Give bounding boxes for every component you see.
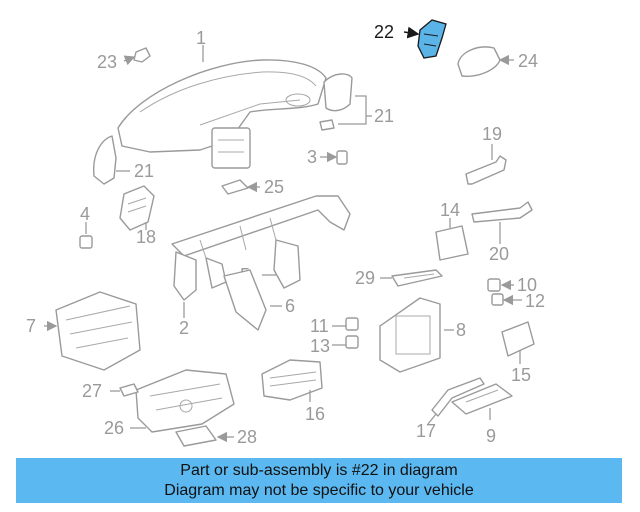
callout-15: 15 xyxy=(511,365,531,385)
callout-11: 11 xyxy=(310,316,329,336)
callout-21a: 21 xyxy=(374,106,394,126)
callout-20: 20 xyxy=(489,244,509,264)
info-banner: Part or sub-assembly is #22 in diagram D… xyxy=(16,458,622,503)
part-12 xyxy=(491,293,504,306)
part-21-left xyxy=(93,135,117,185)
callout-8: 8 xyxy=(456,320,466,340)
callout-28: 28 xyxy=(237,427,257,447)
part-27 xyxy=(119,383,139,397)
part-20 xyxy=(471,201,533,223)
callout-29: 29 xyxy=(355,268,375,288)
callout-18: 18 xyxy=(136,227,156,247)
part-10 xyxy=(487,278,501,292)
leader-22 xyxy=(403,26,420,39)
callout-7: 7 xyxy=(26,316,36,336)
part-14 xyxy=(435,225,469,261)
leader-17 xyxy=(427,413,437,425)
callout-2: 2 xyxy=(179,318,189,338)
part-22-highlighted xyxy=(417,19,447,59)
part-18 xyxy=(119,185,155,231)
callout-6: 6 xyxy=(285,296,295,316)
part-23 xyxy=(133,47,151,63)
leader-23 xyxy=(123,55,136,66)
callout-10: 10 xyxy=(517,275,537,295)
banner-line-2: Diagram may not be specific to your vehi… xyxy=(164,481,474,499)
part-8 xyxy=(379,297,441,373)
part-7 xyxy=(55,291,141,371)
part-25 xyxy=(221,179,249,195)
callout-14: 14 xyxy=(440,200,460,220)
part-13 xyxy=(345,335,359,349)
part-16 xyxy=(261,359,323,401)
part-5 xyxy=(273,239,301,289)
callout-21b: 21 xyxy=(134,161,154,181)
part-1-instrument-panel xyxy=(117,59,327,169)
callout-4: 4 xyxy=(80,204,90,224)
callout-26: 26 xyxy=(104,418,124,438)
part-21-right xyxy=(319,73,353,131)
part-17 xyxy=(431,377,485,417)
part-6 xyxy=(223,269,267,331)
part-24 xyxy=(457,46,501,77)
callout-9: 9 xyxy=(486,426,496,446)
callout-16: 16 xyxy=(305,404,325,424)
callout-12: 12 xyxy=(525,291,545,311)
part-26-glove-box xyxy=(135,369,235,433)
callout-3: 3 xyxy=(307,147,317,167)
part-9 xyxy=(451,383,513,415)
part-3 xyxy=(336,150,348,165)
banner-line-1: Part or sub-assembly is #22 in diagram xyxy=(180,461,458,479)
callout-1: 1 xyxy=(196,28,206,48)
leader-21a xyxy=(338,95,367,125)
cross-car-beam xyxy=(171,195,351,301)
part-15 xyxy=(501,321,535,357)
callout-25: 25 xyxy=(264,177,284,197)
callout-17: 17 xyxy=(416,421,436,441)
part-19 xyxy=(465,155,507,185)
callout-13: 13 xyxy=(310,336,330,356)
part-11 xyxy=(345,317,359,331)
callout-24: 24 xyxy=(518,51,538,71)
part-4 xyxy=(79,235,93,249)
callout-22: 22 xyxy=(374,22,394,42)
callout-27: 27 xyxy=(82,381,102,401)
callout-23: 23 xyxy=(97,52,117,72)
callout-19: 19 xyxy=(482,124,502,144)
part-28 xyxy=(175,425,217,447)
part-29 xyxy=(391,269,443,287)
